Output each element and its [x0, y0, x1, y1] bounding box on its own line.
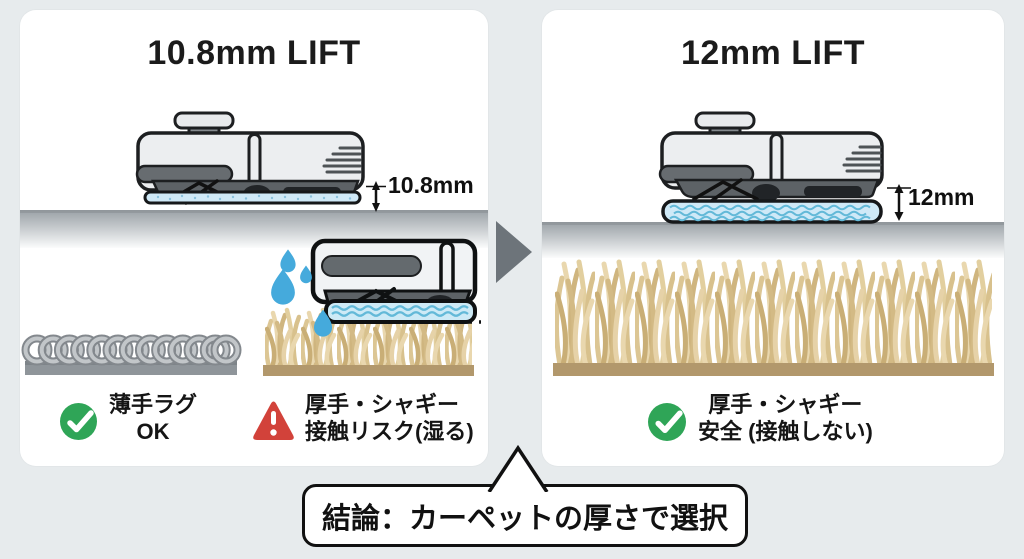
- robot-raised-pad: [135, 111, 365, 205]
- illustration-10-8mm: [20, 111, 488, 376]
- pad-speckles: [156, 194, 352, 201]
- lift-measurement-left: 10.8mm: [388, 172, 474, 198]
- floor-right: [542, 222, 1004, 258]
- thick-shaggy-carpet: [553, 256, 994, 376]
- conclusion-text: 結論：カーペットの厚さで選択: [321, 502, 728, 535]
- label-thick-shaggy-safe: 厚手・シャギー 安全 (接触しない): [648, 391, 873, 445]
- label-line: 安全 (接触しない): [698, 419, 873, 444]
- label-line: OK: [136, 419, 170, 444]
- label-thin-rug-ok: 薄手ラグ OK: [60, 391, 197, 445]
- label-line: 薄手ラグ: [109, 392, 198, 417]
- label-risk-text: 厚手・シャギー 接触リスク(湿る): [305, 391, 474, 445]
- label-line: 厚手・シャギー: [305, 392, 460, 417]
- lift-gap-arrow-left: [366, 181, 386, 212]
- robot-thick-pad: [658, 111, 884, 224]
- panel-10-8mm-lift: 10.8mm LIFT: [20, 10, 488, 466]
- callout-pointer: [487, 444, 549, 492]
- thin-loop-rug: [25, 339, 238, 375]
- label-line: 厚手・シャギー: [708, 392, 863, 417]
- lift-measurement-right: 12mm: [908, 184, 975, 210]
- vent-lines: [322, 146, 362, 174]
- lift-gap-arrow-right: [887, 184, 911, 221]
- panel-title-right: 12mm LIFT: [681, 34, 865, 72]
- panel-12mm-lift: 12mm LIFT: [542, 10, 1004, 466]
- conclusion-box: 結論：カーペットの厚さで選択: [302, 484, 748, 547]
- label-safe-text: 厚手・シャギー 安全 (接触しない): [698, 391, 873, 445]
- pad-waves: [669, 204, 871, 222]
- pad-touching-carpet-closeup: [263, 238, 481, 376]
- label-thick-shaggy-risk: 厚手・シャギー 接触リスク(湿る): [252, 391, 474, 445]
- panel-title-left: 10.8mm LIFT: [147, 34, 361, 72]
- warning-icon: [253, 401, 294, 440]
- label-line: 接触リスク(湿る): [305, 419, 474, 444]
- arrow-right-icon: [496, 221, 532, 283]
- label-thin-rug-text: 薄手ラグ OK: [109, 391, 197, 445]
- check-icon: [60, 403, 97, 440]
- illustration-12mm: [542, 111, 1004, 376]
- check-icon: [648, 403, 686, 441]
- vent-lines: [842, 145, 882, 173]
- wet-pad-waves: [331, 305, 469, 317]
